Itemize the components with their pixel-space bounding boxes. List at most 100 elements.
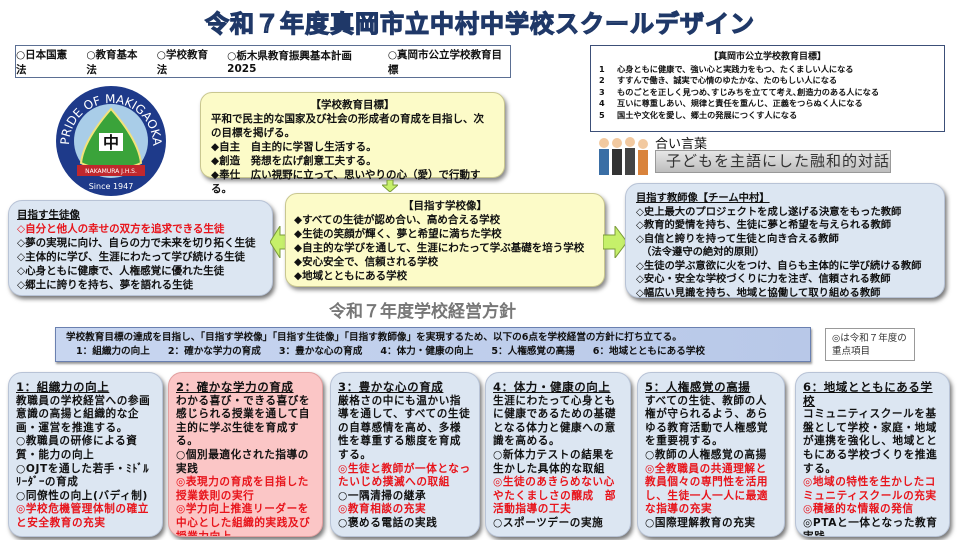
teacher-ideal-item: ◇生徒の学ぶ意欲に火をつけ、自らも主体的に学び続ける教師	[636, 259, 922, 272]
law-item: ○真岡市公立学校教育目標	[387, 48, 503, 76]
policy-card-5: 5：人権感覚の高揚すべての生徒、教師の人権が守られるよう、あらゆる教育活動で人権…	[637, 372, 785, 537]
policy-card-title: 1：組織力の向上	[16, 380, 110, 394]
item-number: 3	[599, 86, 605, 97]
policy-card-line: ○新体力テストの結果を生かした具体的な取組	[493, 448, 615, 475]
aikotoba-label: 合い言葉	[655, 137, 708, 152]
policy-card-line: すべての生徒、教師の人権が守られるよう、あらゆる教育活動で人権感覚を重要視する。	[645, 394, 769, 448]
policy-card-line: ○国際理解教育の充実	[645, 516, 756, 529]
item-text: 心身ともに健康で、強い心と実践力をもつ、たくましい人になる	[617, 63, 854, 74]
policy-card-line: ◎地域の特性を生かしたコミュニティスクールの充実	[803, 476, 937, 502]
teacher-ideal-item: ◇教育的愛情を持ち、生徒に夢と希望を与えられる教師	[636, 219, 892, 231]
svg-text:中: 中	[103, 133, 119, 152]
city-goal-item: 2 すすんで働き、誠実で心情のゆたかな、たのもしい人になる	[599, 75, 936, 87]
policy-card-title: 4：体力・健康の向上	[493, 380, 611, 394]
policy-card-line: 教職員の学校経営への参画意識の高揚と組織的な企画・運営を推進する。	[16, 394, 151, 434]
policy-card-3: 3：豊かな心の育成厳格さの中にも温かい指導を通して、すべての生徒の自尊感情を高め…	[330, 372, 480, 537]
school-goal-item: ◆奉仕 広い視野に立って、思いやりの心（愛）で行動する。	[211, 169, 481, 195]
policy-card-line: ○教職員の研修による資質・能力の向上	[16, 435, 138, 461]
teacher-ideal-heading: 目指す教師像【チーム中村】	[636, 192, 770, 204]
item-text: すすんで働き、誠実で心情のゆたかな、たのもしい人になる	[617, 75, 838, 85]
policy-card-4: 4：体力・健康の向上生涯にわたって心身ともに健康であるための基礎となる体力と健康…	[485, 372, 631, 537]
policy-card-line: ◎積極的な情報の発信	[803, 503, 914, 516]
policy-point: 6：地域とともにある学校	[592, 346, 705, 357]
item-number: 5	[599, 109, 605, 120]
student-ideal-item: ◇主体的に学び、生涯にわたって学び続ける生徒	[17, 251, 246, 263]
city-goal-item: 1 心身ともに健康で、強い心と実践力をもつ、たくましい人になる	[599, 64, 936, 76]
policy-card-line: ◎学校危機管理体制の確立と安全教育の充実	[16, 503, 149, 529]
svg-text:NAKAMURA J.H.S.: NAKAMURA J.H.S.	[85, 168, 137, 175]
item-number: 2	[599, 75, 605, 85]
policy-card-line: ○褒める電話の実践	[338, 516, 438, 529]
policy-card-line: ◎表現力の育成を目指した授業鉄則の実行	[176, 476, 309, 502]
policy-card-line: ◎全教職員の共通理解と教員個々の専門性を活用し、生徒一人一人に最適な指導の充実	[645, 462, 769, 516]
school-goal-item: ◆自主 自主的に学習し生活する。	[211, 141, 377, 153]
policy-card-line: ○教師の人権感覚の高揚	[645, 448, 767, 461]
teacher-ideal-item: ◇自信と誇りを持って生徒と向き合える教師	[636, 232, 839, 245]
student-ideal-item: ◇郷土に誇りを持ち、夢を語れる生徒	[17, 279, 194, 291]
policy-title: 令和７年度学校経営方針	[329, 302, 516, 322]
student-ideal-item: ◇夢の実現に向け、自らの力で未来を切り拓く生徒	[17, 237, 256, 249]
law-item: ○栃木県教育振興基本計画2025	[227, 50, 352, 75]
law-item: ○日本国憲法	[16, 48, 68, 76]
policy-card-line: ◎PTAと一体となった教育実践	[803, 516, 938, 537]
policy-card-line: ◎学力向上推進リーダーを中心とした組織的実践及び授業力向上	[176, 503, 311, 537]
policy-banner-text: 学校教育目標の達成を目指し、「目指す学校像」「目指す生徒像」「目指す教師像」を実…	[66, 332, 682, 343]
page-title: 令和７年度真岡市立中村中学校スクールデザイン	[204, 9, 755, 38]
school-goal-item: ◆創造 発想を広げ創意工夫する。	[211, 155, 377, 167]
teacher-ideal-item: ◇幅広い見識を持ち、地域と協働して取り組める教師	[636, 286, 881, 299]
laws-box: ○日本国憲法 ○教育基本法 ○学校教育法 ○栃木県教育振興基本計画2025 ○真…	[15, 45, 511, 78]
teacher-ideal-item: （法令遵守の絶対的原則）	[636, 246, 765, 258]
city-goals-heading: 【真岡市公立学校教育目標】	[708, 52, 826, 62]
policy-point: 1：組織力の向上	[76, 346, 150, 357]
school-education-goal-box: 【学校教育目標】 平和で民主的な国家及び社会の形成者の育成を目指し、次の目標を掲…	[200, 92, 505, 195]
school-ideal-item: ◆生徒の笑顔が輝く、夢と希望に満ちた学校	[294, 228, 502, 240]
policy-card-line: ○スポーツデーの実施	[493, 516, 604, 529]
policy-card-title: 3：豊かな心の育成	[338, 380, 444, 394]
aikotoba-phrase: 子どもを主語にした融和的対話	[655, 150, 891, 173]
policy-banner: 学校教育目標の達成を目指し、「目指す学校像」「目指す生徒像」「目指す教師像」を実…	[55, 327, 811, 362]
school-goal-heading: 【学校教育目標】	[310, 99, 395, 111]
item-text: 互いに尊重しあい、規律と責任を重んじ、正義をつらぬく人になる	[617, 98, 863, 108]
item-text: ものごとを正しく見つめ､すじみちを立てて考え､創造力のある人になる	[617, 86, 880, 97]
teacher-ideal-item: ◇安心・安全な学校づくりに力を注ぎ、信頼される教師	[636, 273, 891, 285]
policy-card-line: ◎生徒と教師が一体となったいじめ撲滅への取組	[338, 462, 471, 489]
policy-card-line: 厳格さの中にも温かい指導を通して、すべての生徒の自尊感情を高め、多様性を尊重する…	[338, 394, 471, 461]
policy-card-line: わかる喜び・できる喜びを感じられる授業を通して自主的に学ぶ生徒を育成する。	[176, 394, 311, 448]
city-goal-item: 3 ものごとを正しく見つめ､すじみちを立てて考え､創造力のある人になる	[599, 87, 936, 99]
city-goals-box: 【真岡市公立学校教育目標】 1 心身ともに健康で、強い心と実践力をもつ、たくましい…	[590, 45, 945, 132]
school-emblem-logo: 中 NAKAMURA J.H.S. Since 1947 PRIDE OF MA…	[56, 86, 166, 196]
policy-point: 5：人権感覚の高揚	[491, 346, 575, 357]
student-ideal-item: ◇心身ともに健康で、人権感覚に優れた生徒	[17, 265, 225, 277]
policy-card-title: 5：人権感覚の高揚	[645, 380, 751, 394]
school-ideal-item: ◆地域とともにある学校	[294, 270, 408, 282]
student-ideal-box: 目指す生徒像 ◇自分と他人の幸せの双方を追求できる生徒 ◇夢の実現に向け、自らの…	[8, 200, 273, 296]
policy-card-line: ○OJTを通した若手・ﾐﾄﾞﾙﾘｰﾀﾞｰの育成	[16, 462, 150, 489]
policy-card-line: ○一隅清掃の継承	[338, 489, 427, 502]
policy-point: 3：豊かな心の育成	[278, 346, 363, 357]
policy-card-line: コミュニティスクールを基盤として学校・家庭・地域が連携を強化し、地域とともにある…	[803, 408, 938, 475]
policy-card-1: 1：組織力の向上教職員の学校経営への参画意識の高揚と組織的な企画・運営を推進する…	[8, 372, 163, 537]
item-text: 国土や文化を愛し、郷土の発展につくす人になる	[617, 109, 798, 120]
policy-card-line: ◎生徒のあきらめない心やたくましさの醸成 部活動指導の工夫	[493, 476, 617, 516]
law-item: ○教育基本法	[86, 48, 138, 76]
policy-card-6: 6：地域とともにある学校コミュニティスクールを基盤として学校・家庭・地域が連携を…	[795, 372, 950, 537]
teacher-ideal-item: ◇史上最大のプロジェクトを成し遂げる決意をもった教師	[636, 205, 902, 218]
student-ideal-item: ◇自分と他人の幸せの双方を追求できる生徒	[17, 223, 225, 235]
arrow-right-icon	[603, 226, 627, 258]
school-goal-lead: 平和で民主的な国家及び社会の形成者の育成を目指し、次の目標を掲げる。	[211, 113, 484, 139]
teacher-ideal-box: 目指す教師像【チーム中村】 ◇史上最大のプロジェクトを成し遂げる決意をもった教師…	[625, 183, 945, 299]
policy-card-2: 2：確かな学力の育成わかる喜び・できる喜びを感じられる授業を通して自主的に学ぶ生…	[168, 372, 323, 537]
people-illustration-icon	[599, 137, 648, 175]
school-ideal-item: ◆安心安全で、信頼される学校	[294, 256, 439, 268]
policy-card-line: ○個別最適化された指導の実践	[176, 448, 309, 475]
school-ideal-box: 【目指す学校像】 ◆すべての生徒が認め合い、高め合える学校 ◆生徒の笑顔が輝く、…	[285, 193, 605, 287]
policy-card-line: 生涯にわたって心身ともに健康であるための基礎となる体力と健康への意識を高める。	[493, 394, 617, 448]
policy-point: 2：確かな学力の育成	[167, 346, 261, 357]
school-ideal-heading: 【目指す学校像】	[403, 200, 487, 212]
item-number: 1	[599, 63, 605, 74]
arrow-down-icon	[382, 180, 398, 192]
policy-card-line: ○同僚性の向上(バディ制)	[16, 489, 148, 502]
svg-text:Since 1947: Since 1947	[89, 182, 134, 191]
city-goal-item: 5 国土や文化を愛し、郷土の発展につくす人になる	[599, 110, 936, 122]
